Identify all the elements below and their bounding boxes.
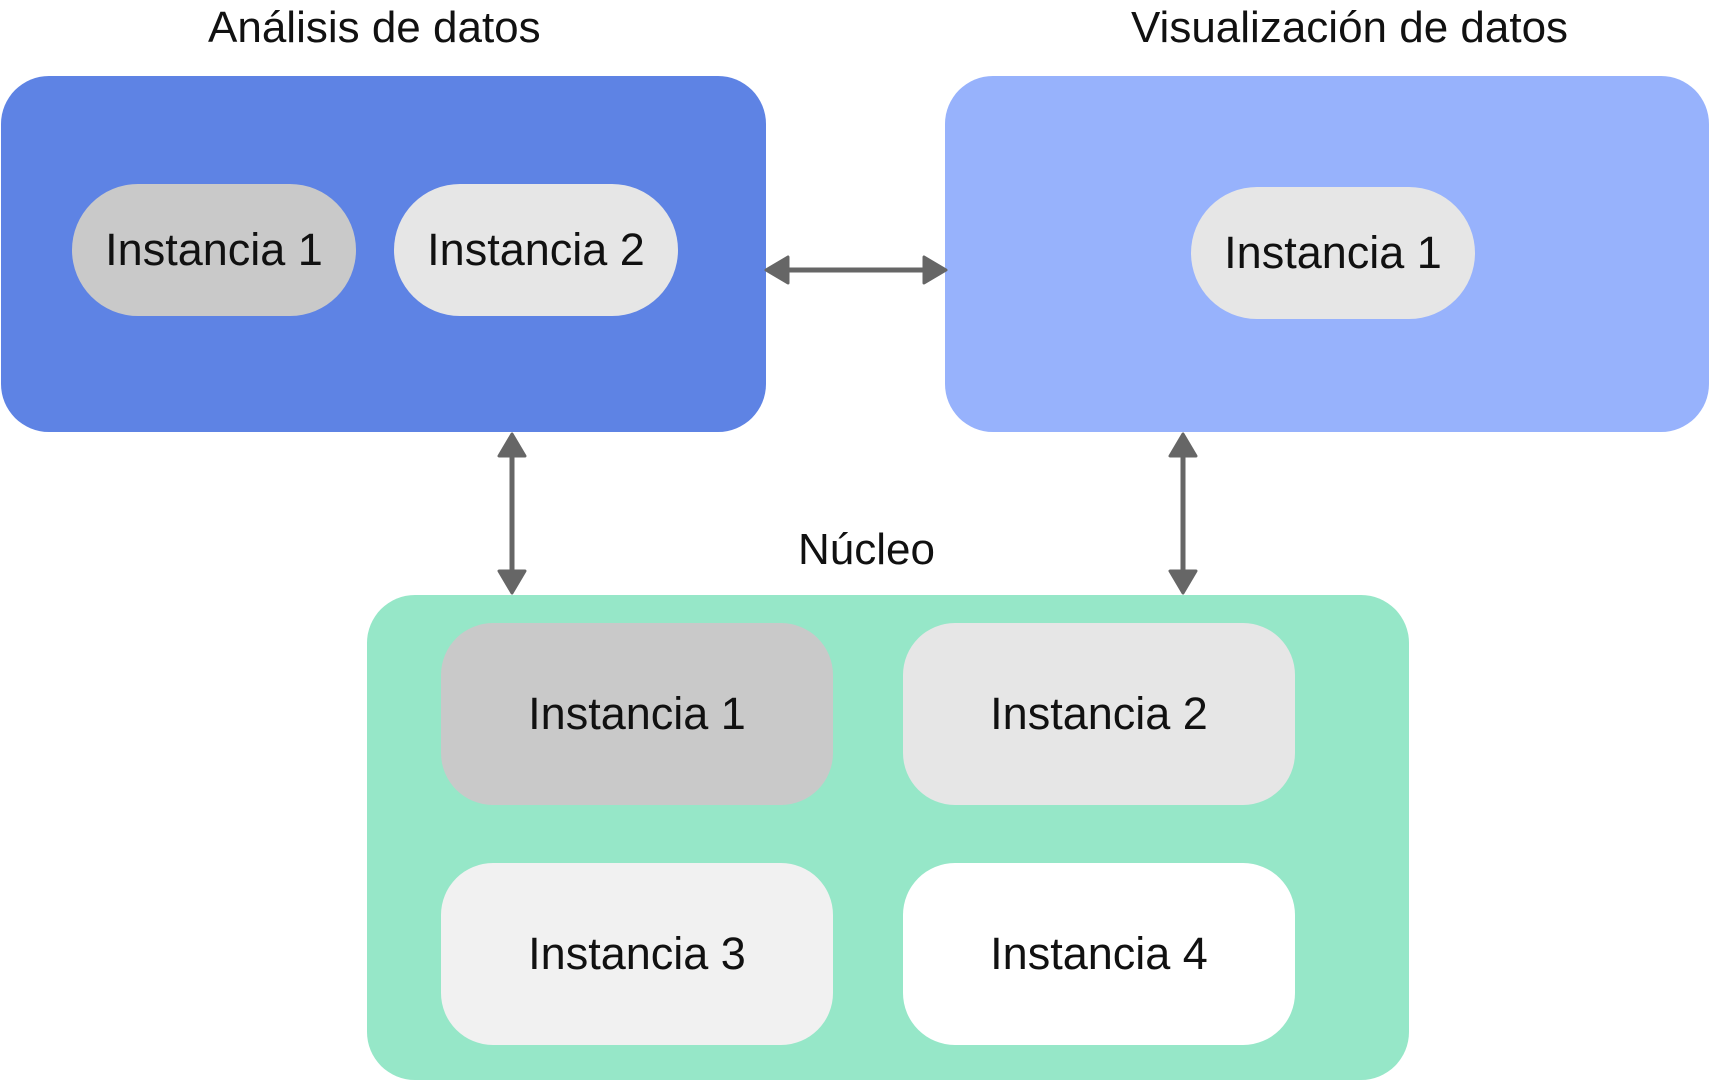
visualization-group: Instancia 1 (945, 76, 1709, 432)
analysis-group: Instancia 1 Instancia 2 (1, 76, 766, 432)
core-instance-3: Instancia 3 (441, 863, 833, 1045)
core-instance-2: Instancia 2 (903, 623, 1295, 805)
analysis-instance-1: Instancia 1 (72, 184, 356, 316)
analysis-instance-2: Instancia 2 (394, 184, 678, 316)
arrow-analysis-core (497, 432, 527, 595)
arrow-analysis-visualization (764, 255, 948, 285)
visualization-instance-1: Instancia 1 (1191, 187, 1475, 319)
analysis-title: Análisis de datos (208, 3, 541, 52)
core-group: Instancia 1 Instancia 2 Instancia 3 Inst… (367, 595, 1409, 1080)
visualization-title: Visualización de datos (1131, 3, 1569, 52)
core-instance-1: Instancia 1 (441, 623, 833, 805)
arrow-visualization-core (1168, 432, 1198, 595)
core-title: Núcleo (798, 525, 935, 574)
core-instance-4: Instancia 4 (903, 863, 1295, 1045)
